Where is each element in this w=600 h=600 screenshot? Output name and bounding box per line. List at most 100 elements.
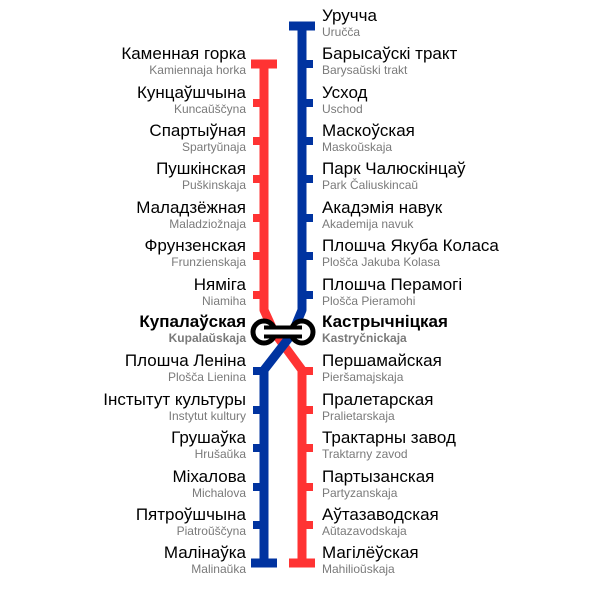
station-tick-blue: [305, 99, 313, 107]
station-name: Уручча: [322, 6, 377, 25]
station-name-latin: Pieršamajskaja: [322, 370, 404, 384]
station-name: Маладзёжная: [136, 198, 246, 217]
station-tick-red: [305, 521, 313, 529]
station-name: Кунцаўшчына: [136, 83, 246, 102]
station-tick-blue: [253, 406, 261, 414]
station-tick-red: [305, 444, 313, 452]
station-tick-red: [305, 406, 313, 414]
station-name-latin: Maladziožnaja: [169, 217, 246, 231]
station-name: Плошча Якуба Коласа: [322, 236, 499, 255]
interchange-symbol: [250, 318, 316, 346]
station-name: Усход: [322, 83, 368, 102]
station-name: Плошча Леніна: [124, 351, 246, 370]
station-name-latin: Plošča Lienina: [167, 370, 246, 384]
station-name: Барысаўскі тракт: [322, 44, 458, 63]
blue-line-end-cap-top: [289, 21, 315, 31]
blue-line-end-cap-bottom: [251, 558, 277, 568]
station-tick-red: [253, 291, 261, 299]
station-name: Каменная горка: [121, 44, 246, 63]
blue-line-station-ticks: [253, 60, 313, 529]
station-name-latin: Kastryčnickaja: [322, 331, 407, 345]
interchange-connector-inner: [264, 329, 302, 335]
station-name-latin: Michalova: [191, 486, 246, 500]
station-name: Малінаўка: [163, 543, 246, 562]
station-name-latin: Akademija navuk: [322, 217, 414, 231]
station-tick-blue: [305, 175, 313, 183]
station-tick-blue: [253, 444, 261, 452]
station-tick-red: [305, 483, 313, 491]
station-name: Інстытут культуры: [103, 390, 246, 409]
station-name-latin: Plošča Jakuba Kolasa: [322, 255, 441, 269]
station-tick-blue: [253, 483, 261, 491]
station-name: Купалаўская: [139, 312, 246, 331]
station-tick-blue: [305, 60, 313, 68]
station-name-latin: Traktarny zavod: [322, 447, 408, 461]
station-name-latin: Plošča Pieramohi: [322, 294, 416, 308]
station-name-latin: Uručča: [322, 25, 361, 39]
station-name: Грушаўка: [171, 428, 246, 447]
station-name: Пралетарская: [322, 390, 434, 409]
station-name-latin: Spartyŭnaja: [181, 140, 246, 154]
station-tick-blue: [305, 214, 313, 222]
station-name-latin: Kuncaŭščyna: [173, 102, 246, 116]
station-name: Кастрычніцкая: [322, 312, 448, 331]
station-tick-red: [253, 252, 261, 260]
station-name: Першамайская: [322, 351, 442, 370]
station-name: Парк Чалюскінцаў: [322, 159, 466, 178]
station-name: Маскоўская: [322, 121, 415, 140]
station-name-latin: Frunzienskaja: [171, 255, 246, 269]
station-tick-red: [253, 99, 261, 107]
station-tick-blue: [253, 367, 261, 375]
station-tick-red: [305, 367, 313, 375]
station-tick-red: [253, 175, 261, 183]
station-name-latin: Uschod: [322, 102, 363, 116]
station-name-latin: Malinaŭka: [191, 562, 246, 576]
station-name: Магілёўская: [322, 543, 419, 562]
station-name-latin: Aŭtazavodskaja: [322, 524, 407, 538]
blue-line: [259, 26, 307, 562]
station-name-latin: Piatroŭščyna: [176, 524, 246, 538]
station-name-latin: Kamiennaja horka: [149, 63, 246, 77]
station-name-latin: Niamiha: [201, 294, 246, 308]
station-tick-blue: [253, 521, 261, 529]
station-tick-red: [253, 214, 261, 222]
station-name: Трактарны завод: [322, 428, 456, 447]
station-name: Пятроўшчына: [135, 505, 246, 524]
station-name-latin: Maskoŭskaja: [322, 140, 393, 154]
station-name: Партызанская: [322, 467, 435, 486]
station-name: Фрунзенская: [144, 236, 247, 255]
station-name: Міхалова: [172, 467, 246, 486]
station-name-latin: Partyzanskaja: [322, 486, 398, 500]
red-line-end-cap-top: [251, 59, 277, 69]
